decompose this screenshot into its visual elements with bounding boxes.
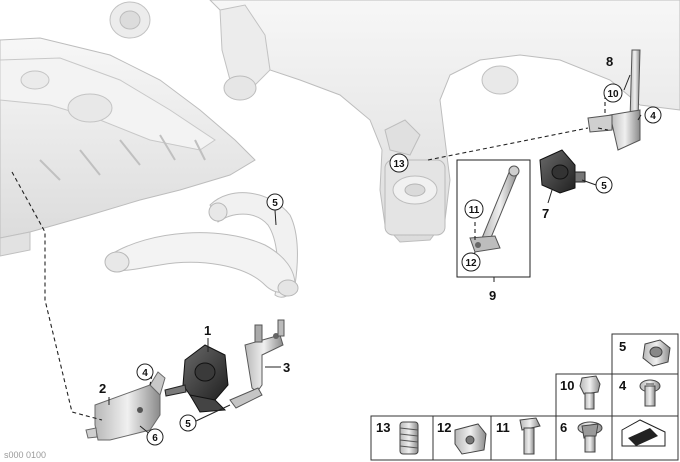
upper-control-arm bbox=[104, 192, 299, 298]
callout-2: 2 bbox=[99, 381, 106, 396]
circled-callout-11: 11 bbox=[464, 199, 484, 219]
part-1-ride-height-sensor bbox=[164, 344, 229, 413]
legend-label-12: 12 bbox=[437, 420, 451, 435]
svg-text:5: 5 bbox=[601, 181, 607, 192]
flange-bolt-icon bbox=[519, 417, 541, 455]
svg-text:13: 13 bbox=[393, 159, 405, 170]
circled-callout-10: 10 bbox=[603, 83, 623, 103]
clip-nut-icon bbox=[454, 423, 487, 455]
circled-callout-6: 6 bbox=[146, 428, 164, 446]
threaded-insert-icon bbox=[399, 421, 419, 455]
svg-text:11: 11 bbox=[469, 205, 480, 216]
circled-callout-5-right: 5 bbox=[595, 176, 613, 194]
svg-text:5: 5 bbox=[185, 419, 191, 430]
part-2-bracket bbox=[85, 371, 166, 441]
svg-text:10: 10 bbox=[607, 89, 619, 100]
callout-3: 3 bbox=[283, 360, 290, 375]
legend-label-10: 10 bbox=[560, 378, 574, 393]
circled-callout-5-left: 5 bbox=[179, 414, 197, 432]
parts-legend-grid bbox=[370, 333, 679, 461]
cut-arrow-icon bbox=[621, 419, 666, 447]
svg-text:5: 5 bbox=[272, 198, 278, 209]
callout-7: 7 bbox=[542, 206, 549, 221]
legend-label-13: 13 bbox=[376, 420, 390, 435]
svg-text:4: 4 bbox=[142, 368, 148, 379]
left-subframe bbox=[0, 37, 256, 257]
part-7-sensor bbox=[539, 149, 586, 194]
callout-1: 1 bbox=[204, 323, 211, 338]
legend-label-6: 6 bbox=[560, 420, 567, 435]
callout-9: 9 bbox=[489, 288, 496, 303]
circled-callout-5-arm: 5 bbox=[266, 193, 284, 211]
callout-8: 8 bbox=[606, 54, 613, 69]
collar-bolt-icon bbox=[577, 421, 603, 453]
circled-callout-4-left: 4 bbox=[136, 363, 154, 381]
torx-bolt-icon bbox=[639, 379, 661, 407]
part-3-linkage bbox=[229, 319, 285, 409]
circled-callout-4-right: 4 bbox=[644, 106, 662, 124]
part-9-link-rod bbox=[469, 165, 520, 253]
hex-nut-icon bbox=[642, 339, 671, 367]
svg-text:4: 4 bbox=[650, 111, 656, 122]
svg-text:6: 6 bbox=[152, 433, 158, 444]
rear-crossmember bbox=[109, 0, 680, 243]
svg-text:12: 12 bbox=[465, 258, 477, 269]
circled-callout-12: 12 bbox=[461, 252, 481, 272]
legend-label-11: 11 bbox=[496, 420, 510, 435]
diagram-reference-id: s000 0100 bbox=[4, 450, 46, 460]
legend-label-5: 5 bbox=[619, 339, 626, 354]
legend-label-4: 4 bbox=[619, 378, 627, 393]
circled-callout-13: 13 bbox=[389, 153, 409, 173]
part-8-rod bbox=[587, 49, 641, 151]
hex-bolt-icon bbox=[579, 375, 601, 410]
